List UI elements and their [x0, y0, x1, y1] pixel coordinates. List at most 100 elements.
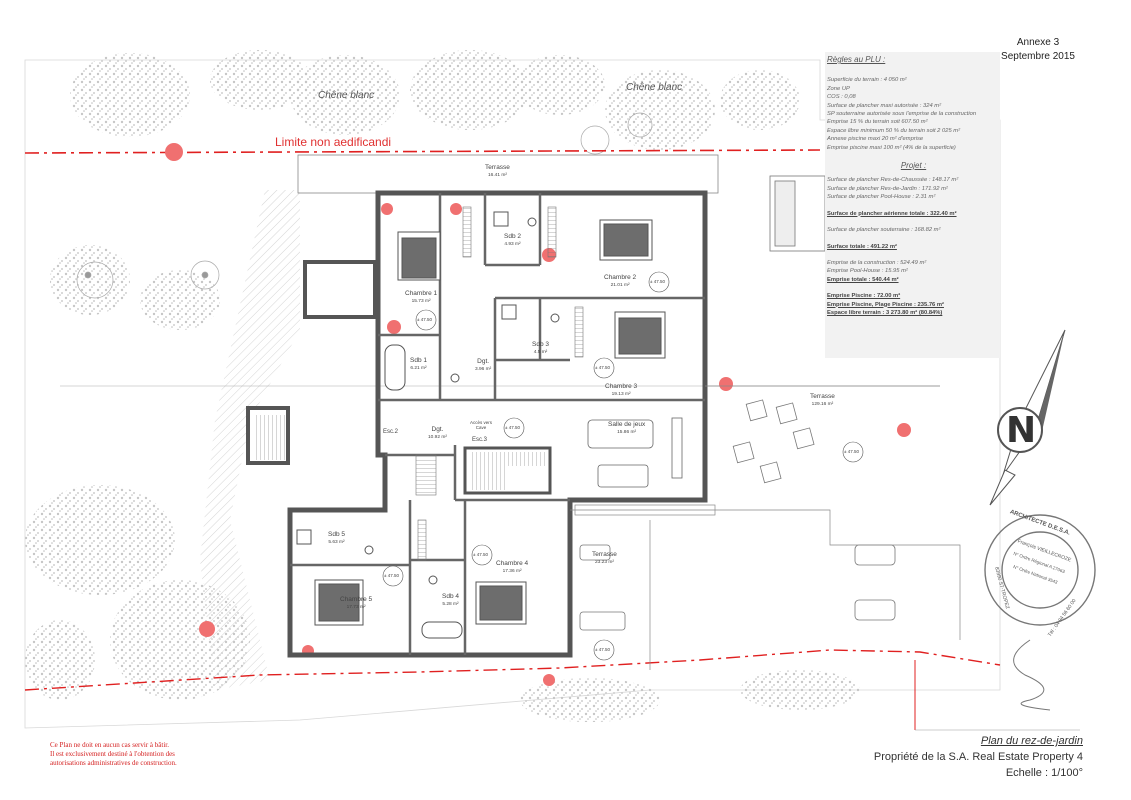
emprise-line: Emprise de la construction : 524.49 m² [827, 259, 927, 266]
level-marker: ± 47.50 [505, 425, 520, 430]
room-area: 21.01 m² [610, 283, 630, 288]
room-sdb-4: Sdb 4 5.28 m² [442, 593, 459, 609]
rules-line: Emprise piscine maxi 100 m² (4% de la su… [827, 144, 956, 151]
rules-panel: Règles au PLU : Superficie du terrain : … [825, 52, 1000, 358]
north-arrow [989, 329, 1066, 506]
stair-label: Esc.2 [383, 429, 399, 435]
rules-line: COS : 0,08 [827, 94, 856, 101]
room-name: Chambre 2 [604, 274, 637, 281]
room-area: 15.73 m² [411, 299, 431, 304]
hatched-ground [200, 190, 300, 690]
rules-line: Annexe piscine maxi 20 m² d'emprise [827, 136, 924, 143]
rules-line: Zone UP [827, 85, 850, 92]
aerial-total: Surface de plancher aérienne totale : 32… [827, 210, 957, 217]
limit-line [24, 649, 1001, 691]
room-area: 10.92 m² [428, 435, 447, 440]
terrace-area: 16.41 m² [488, 173, 507, 178]
room-area: 3.96 m² [475, 367, 492, 372]
room-area: 4.5 m² [533, 350, 548, 355]
room-sdb-5: Sdb 5 5.63 m² [328, 531, 345, 547]
room-name: Dgt. [477, 358, 490, 365]
north-letter: N [1006, 410, 1037, 451]
tree-outline [76, 112, 653, 299]
stair-label: Esc.3 [472, 437, 488, 443]
terrace-area: 23.23 m² [595, 560, 614, 565]
room-chambre-5: Chambre 5 17.73 m² [340, 596, 372, 612]
project-heading: Projet : [900, 161, 927, 171]
room-name: Dgt. [431, 426, 444, 433]
underground-surface: Surface de plancher souterraine : 168.82… [827, 227, 941, 234]
room-sdb-1: Sdb 1 6.21 m² [410, 357, 427, 373]
terrace-name: Terrasse [810, 393, 835, 400]
room-area: 17.73 m² [346, 605, 366, 610]
terrace-name: Terrasse [485, 164, 510, 171]
warning-line: Ce Plan ne doit en aucun cas servir à bâ… [50, 741, 169, 749]
level-marker: ± 47.50 [417, 317, 432, 322]
room-area: 4.93 m² [504, 242, 521, 247]
piscine-emprise: Emprise Piscine : 72.00 m² [827, 293, 901, 300]
plan-scale: Echelle : 1/100° [1005, 767, 1083, 779]
plan-owner: Propriété de la S.A. Real Estate Propert… [873, 751, 1083, 763]
oak-label: Chêne blanc [318, 90, 375, 101]
annexe-number: Annexe 3 [1016, 37, 1060, 48]
room-name: Chambre 5 [340, 596, 373, 603]
emprise-line: Emprise Pool-House : 15.95 m² [827, 268, 908, 275]
rules-line: Surface de plancher maxi autorisée : 324… [827, 102, 942, 109]
warning-note: Ce Plan ne doit en aucun cas servir à bâ… [50, 741, 177, 768]
rules-line: Emprise 15 % du terrain soit 607.50 m² [827, 119, 928, 126]
room-name: Sdb 2 [504, 233, 521, 240]
room-sdb-2: Sdb 2 4.93 m² [504, 233, 521, 249]
level-marker: ± 47.50 [650, 279, 665, 284]
oak-label: Chêne blanc [626, 82, 683, 93]
room-name: Chambre 3 [605, 383, 638, 390]
room-sdb-3: Sdb 3 4.5 m² [532, 341, 549, 357]
rules-line: Espace libre minimum 50 % du terrain soi… [827, 127, 961, 134]
level-marker: ± 47.50 [595, 365, 610, 370]
room-name: Sdb 5 [328, 531, 345, 538]
level-marker: ± 47.50 [473, 552, 488, 557]
warning-line: Il est exclusivement destiné à l'obtenti… [50, 750, 175, 758]
project-line: Surface de plancher Pool-House : 2.31 m² [827, 194, 936, 201]
project-line: Surface de plancher Res-de-Jardin : 171.… [827, 185, 948, 192]
terrace-name: Terrasse [592, 551, 617, 558]
room-area: 19.13 m² [611, 392, 631, 397]
espace-libre: Espace libre terrain : 3 273.80 m² (80.8… [827, 309, 943, 316]
room-area: 5.63 m² [328, 540, 345, 545]
site-boundary [24, 59, 1001, 729]
warning-line: autorisations administratives de constru… [50, 759, 177, 767]
level-marker: ± 47.50 [844, 449, 859, 454]
tree-canopy [25, 50, 860, 722]
room-dgt-2: Dgt. 10.92 m² [428, 426, 447, 442]
terrace-top-label: Terrasse 16.41 m² [485, 164, 510, 180]
level-marker: ± 47.50 [384, 573, 399, 578]
project-line: Surface de plancher Res-de-Chaussée : 14… [827, 177, 959, 184]
piscine-plage: Emprise Piscine, Plage Piscine : 235.76 … [827, 301, 944, 308]
cave-access-label: Accès vers Cave [469, 420, 492, 430]
bed [314, 219, 666, 626]
plan-title-block: Plan du rez-de-jardin Propriété de la S.… [874, 733, 1083, 781]
emprise-total: Emprise totale : 540.44 m² [827, 276, 899, 283]
terrace-right-label: Terrasse 129.16 m² [810, 393, 835, 409]
room-name: Sdb 4 [442, 593, 459, 600]
rules-heading: Règles au PLU : [827, 55, 886, 64]
tree-marker-dots [165, 143, 911, 686]
room-name: Sdb 3 [532, 341, 549, 348]
annexe-label: Annexe 3 Septembre 2015 [1001, 36, 1075, 64]
room-chambre-2: Chambre 2 21.01 m² [604, 274, 636, 290]
rules-line: SP souterraine autorisée sous l'emprise … [827, 111, 977, 118]
terrace-area: 129.16 m² [811, 402, 834, 407]
room-area: 6.21 m² [410, 366, 427, 371]
level-marker: ± 47.50 [595, 647, 610, 652]
room-name: Sdb 1 [410, 357, 427, 364]
plan-title: Plan du rez-de-jardin [980, 735, 1083, 747]
room-area: 17.36 m² [502, 569, 522, 574]
limit-label: Limite non aedificandi [275, 135, 392, 149]
room-name: Salle de jeux [608, 421, 646, 428]
room-chambre-3: Chambre 3 19.13 m² [605, 383, 637, 399]
room-name: Chambre 1 [405, 290, 438, 297]
limit-line [24, 149, 821, 154]
room-area: 5.28 m² [442, 602, 459, 607]
